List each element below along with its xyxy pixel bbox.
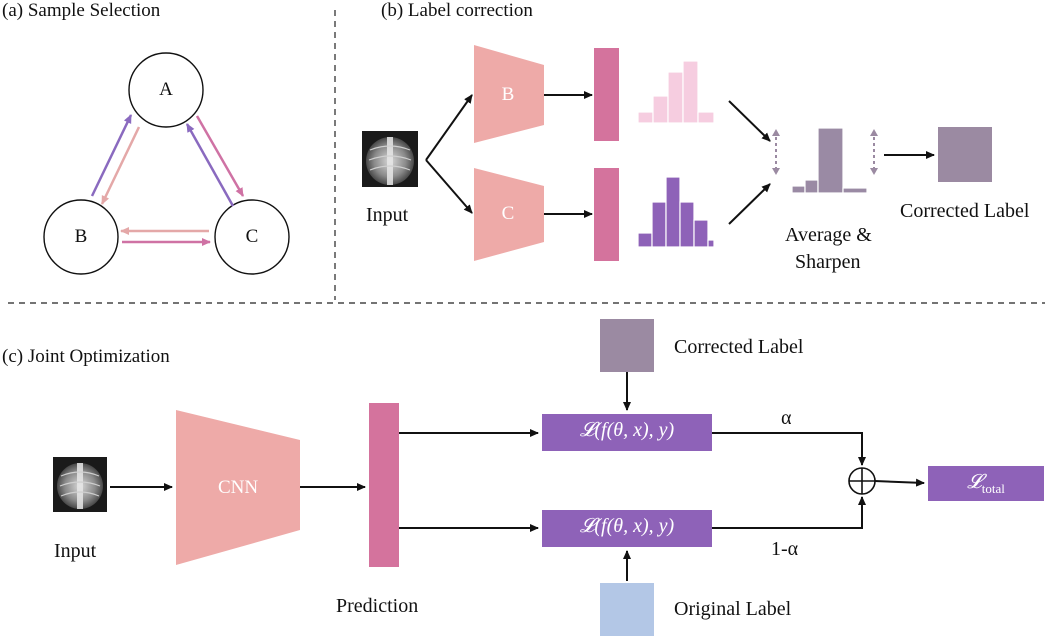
sharpen-indicator [870,129,878,175]
histogram-sharpened [791,127,868,194]
branch-line [425,94,473,161]
histogram-pink [637,60,715,124]
node-b-circle [43,199,119,275]
histogram-purple [637,176,715,248]
panel-b-flow [362,45,992,261]
node-b-label: B [74,226,88,247]
network-c-label: C [501,203,515,224]
xray-image-b [362,131,418,187]
loss-top-text: 𝓛(f(θ, x), y) [579,419,675,441]
cnn-trapezoid [176,410,300,565]
xray-image-c [53,457,107,512]
arrow-to-average [728,183,771,225]
corrected-label-text-c: Corrected Label [674,336,804,358]
input-label-c: Input [54,540,97,562]
sharpen-indicator [772,129,780,175]
panel-c-flow [53,319,1044,636]
panel-b-title: (b) Label correction [381,0,533,21]
edge-a-to-b [100,126,141,205]
node-a-label: A [159,79,173,100]
original-label-box [600,583,654,636]
node-c-circle [214,199,290,275]
total-loss-box [928,466,1044,501]
prediction-bar-b [594,48,619,141]
network-b-label: B [501,84,515,105]
corrected-label-text-b: Corrected Label [900,200,1030,222]
prediction-bar-c [594,168,619,261]
corrected-label-box-c [600,319,654,372]
branch-line [425,159,473,214]
panel-c-title: (c) Joint Optimization [2,346,170,367]
edge-a-to-c [195,115,245,197]
prediction-label: Prediction [336,595,419,617]
network-c-trapezoid [474,168,544,261]
corrected-label-box-b [938,127,992,182]
average-label-line2: Sharpen [795,251,861,273]
original-label-text: Original Label [674,598,792,620]
total-loss-main: 𝓛 [967,471,982,493]
arrow-sum-to-total [874,478,925,487]
edge-b-to-a [90,114,133,197]
network-b-trapezoid [474,45,544,143]
alpha-label: α [781,407,792,429]
node-a-circle [128,52,204,128]
edge-c-to-a [185,123,235,207]
input-label-b: Input [366,204,409,226]
average-label-line1: Average & [785,224,872,246]
prediction-bar [369,403,399,567]
loss-box-top [542,414,712,451]
node-c-label: C [245,226,259,247]
total-loss-label: 𝓛total [928,471,1044,497]
one-minus-alpha-label: 1-α [771,538,799,560]
total-loss-sub: total [981,481,1005,496]
loss-bottom-text: 𝓛(f(θ, x), y) [579,515,675,537]
one-minus-alpha-path [712,496,866,529]
sum-operator [848,467,876,495]
arrow-to-average [728,100,771,142]
loss-box-bottom [542,510,712,547]
cnn-label: CNN [217,477,259,498]
panel-a-title: (a) Sample Selection [2,0,161,21]
panel-a-graph [43,52,290,275]
alpha-path [712,432,866,466]
